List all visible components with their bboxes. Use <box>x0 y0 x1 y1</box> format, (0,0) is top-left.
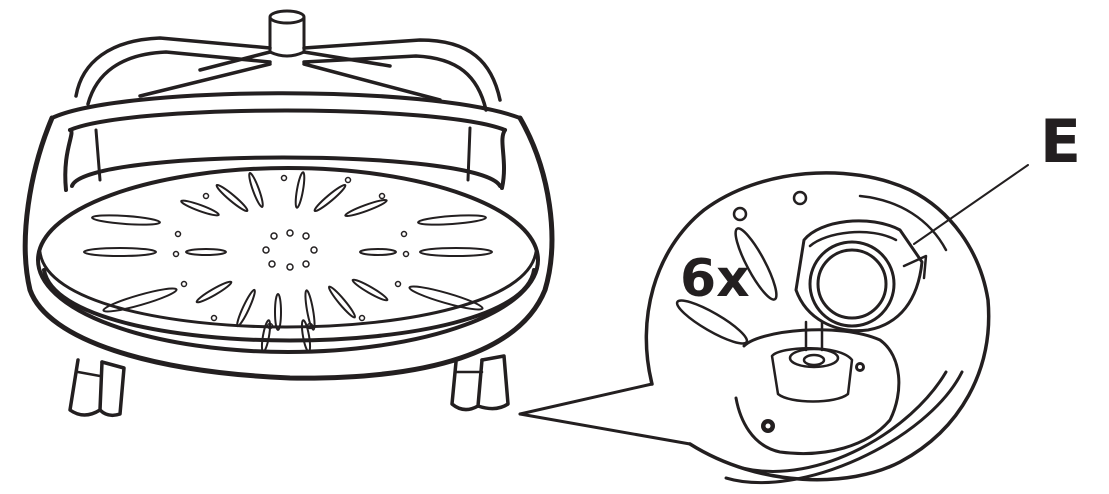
outer-rim <box>22 91 555 381</box>
center-post <box>268 9 306 58</box>
disc-slots <box>83 171 493 353</box>
screw-2 <box>761 419 775 433</box>
part-letter-label: E <box>1040 107 1081 177</box>
callout-pointer <box>518 382 692 446</box>
part-e-leader-line <box>913 164 1029 245</box>
screw-1 <box>855 362 865 372</box>
detail-zoom-circle <box>644 171 991 485</box>
tray-assembly <box>22 9 555 418</box>
perforated-disc <box>36 166 540 354</box>
caster-wheel-right <box>450 354 510 412</box>
part-e-cap <box>794 219 928 333</box>
caster-wheel-left <box>68 358 126 418</box>
quantity-label: 6x <box>680 249 750 309</box>
disc-holes <box>172 174 410 330</box>
handle-frame <box>74 36 502 112</box>
